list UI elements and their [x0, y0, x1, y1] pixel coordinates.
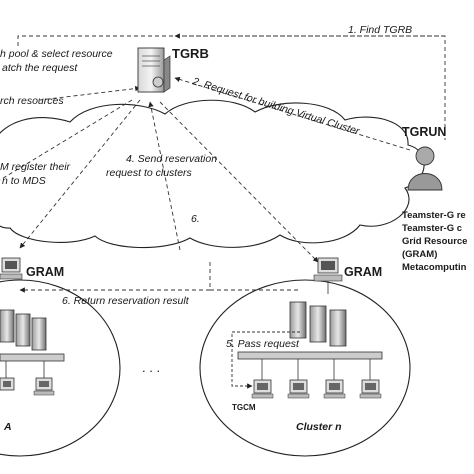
gram-right-label: GRAM [344, 265, 382, 279]
cluster-left-label: A [3, 421, 12, 433]
tgcm-label: TGCM [232, 403, 256, 412]
legend-line-5: Metacomputin [402, 262, 467, 273]
cluster-right-nodes [251, 379, 382, 399]
legend-line-4: (GRAM) [402, 249, 437, 260]
tgrb-label: TGRB [172, 46, 209, 61]
cluster-right-racks-icon [289, 301, 347, 347]
legend-line-2: Teamster-G c [402, 223, 462, 234]
search-pool-label-2: atch the request [2, 62, 78, 74]
cluster-left-nodes [0, 377, 55, 396]
gram-left-label: GRAM [26, 265, 64, 279]
register-label-1: M register their [0, 161, 71, 173]
cluster-left-bus [0, 353, 65, 362]
tgrun-user-icon [407, 146, 443, 191]
gram-left-computer-icon [0, 257, 23, 280]
tgrb-to-right-line [159, 101, 319, 263]
send-reservation-label-1: 4. Send reservation [126, 153, 217, 165]
pass-request-path [231, 331, 300, 389]
cluster-right-bus [237, 351, 383, 360]
tgrb-server-icon [137, 47, 171, 93]
tgrb-to-left-line2 [0, 99, 133, 181]
cluster-right-label: Cluster n [296, 421, 342, 433]
tgrb-to-left-line [19, 99, 141, 249]
cluster-left-ellipse [0, 279, 121, 457]
cluster-right-ellipse [199, 279, 411, 457]
legend-line-1: Teamster-G re [402, 210, 466, 221]
register-label-2: n to MDS [2, 175, 46, 187]
find-tgrb-label: 1. Find TGRB [348, 24, 412, 36]
step6-label: 6. [191, 213, 200, 225]
return-result-label: 6. Return reservation result [62, 295, 190, 307]
search-resources-arrow [39, 85, 141, 101]
search-resources-label: rch resources [0, 95, 64, 107]
gram-right-computer-icon [313, 257, 343, 294]
tgrun-label: TGRUN [402, 125, 446, 139]
send-reservation-label-2: request to clusters [106, 167, 193, 179]
mds-cloud [0, 99, 425, 249]
cluster-left-racks-icon [0, 309, 47, 351]
return-result-path [209, 262, 300, 291]
request-build-line [174, 76, 411, 151]
legend-line-3: Grid Resource [402, 236, 467, 247]
ellipsis-label: . . . [142, 360, 160, 375]
pass-request-label: 5. Pass request [226, 338, 300, 350]
search-pool-label-1: h pool & select resource [0, 48, 113, 60]
